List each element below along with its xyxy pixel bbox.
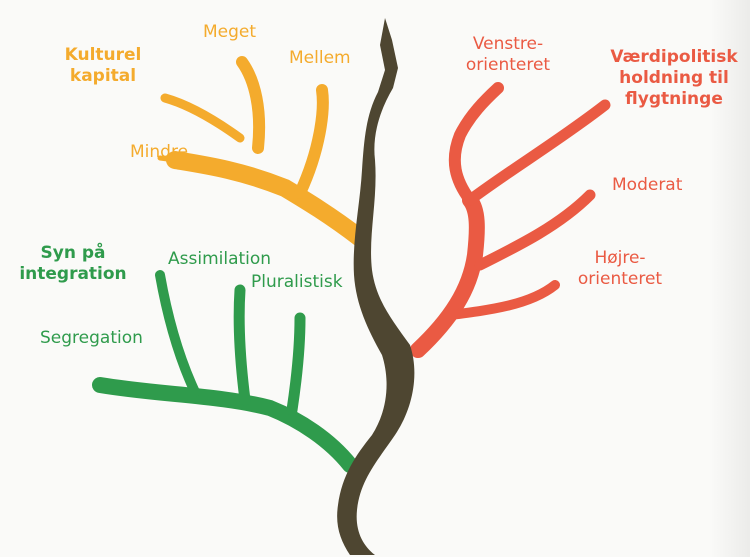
page-edge-shadow (710, 0, 750, 557)
culture-label-meget: Meget (203, 22, 257, 42)
politics-label-hojre-line1: Højre- (594, 248, 646, 268)
politics-label-hojre: Højre- orienteret (570, 248, 670, 290)
politics-title-line1: Værdipolitisk (610, 47, 738, 67)
politics-label-venstre-line1: Venstre- (472, 34, 544, 54)
integration-twig-pluralistisk (286, 312, 306, 416)
politics-label-venstre-line2: orienteret (465, 55, 551, 75)
politics-twig-hojre (445, 280, 560, 320)
politics-branch (410, 82, 611, 358)
culture-title: Kulturel kapital (63, 45, 143, 87)
integration-twig-syn (155, 270, 200, 397)
trunk (337, 18, 415, 555)
politics-twig-moderat (474, 189, 596, 271)
integration-label-pluralistisk: Pluralistisk (251, 272, 343, 292)
culture-twig-kulturel (160, 93, 245, 143)
politics-twig-venstre (448, 82, 504, 206)
politics-label-venstre: Venstre- orienteret (458, 34, 558, 76)
politics-main-limb (410, 192, 485, 358)
politics-twig-vaerdi (464, 99, 611, 206)
culture-branch (157, 56, 369, 247)
culture-twig-meget (236, 56, 266, 154)
culture-title-line1: Kulturel (64, 45, 142, 65)
politics-title-line2: holdning til (619, 68, 729, 88)
culture-twig-mindre (157, 155, 178, 163)
culture-label-mindre: Mindre (130, 142, 189, 162)
culture-main-limb (166, 151, 369, 247)
culture-label-mellem: Mellem (289, 48, 351, 68)
integration-title: Syn på integration (10, 243, 136, 285)
integration-main-limb (92, 377, 358, 473)
integration-title-line1: Syn på (40, 243, 106, 263)
culture-twig-mellem (294, 84, 329, 199)
integration-label-segregation: Segregation (40, 328, 143, 348)
politics-title-line3: flygtninge (625, 89, 723, 109)
integration-twig-assimilation (233, 284, 251, 406)
politics-label-moderat: Moderat (612, 175, 683, 195)
culture-title-line2: kapital (69, 66, 137, 86)
politics-label-hojre-line2: orienteret (577, 269, 663, 289)
integration-branch (92, 270, 358, 473)
integration-label-assimilation: Assimilation (168, 249, 272, 269)
politics-title: Værdipolitisk holdning til flygtninge (610, 47, 738, 110)
integration-title-line2: integration (19, 264, 127, 284)
